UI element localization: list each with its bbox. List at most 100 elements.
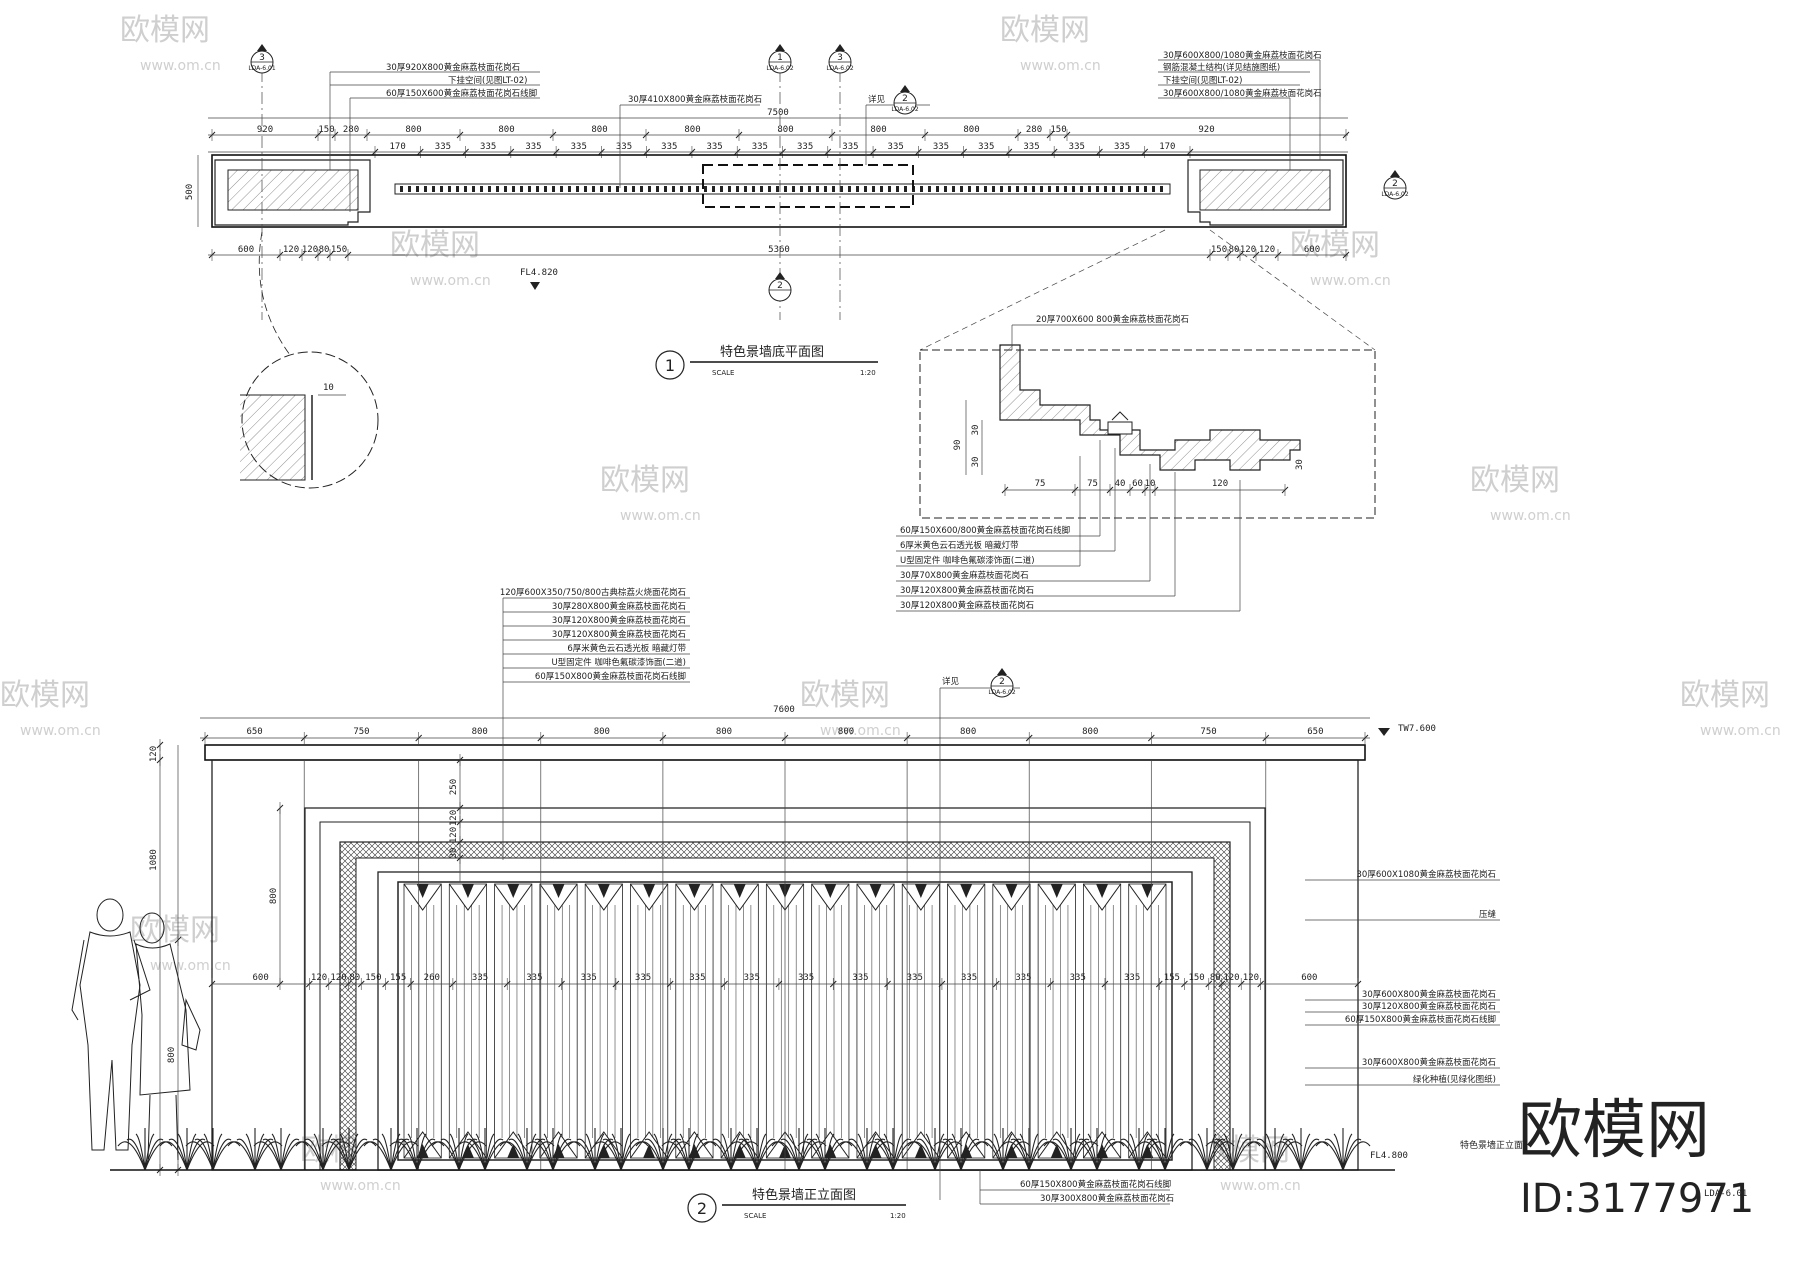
callout-number: 3 — [837, 53, 843, 63]
callout-sheet: LDA-6.02 — [766, 65, 794, 72]
plan-inner-dim: 335 — [661, 142, 677, 152]
elev-planting — [117, 1127, 1371, 1171]
elev-bottom-level: FL4.800 — [1370, 1151, 1408, 1161]
detail-h-dim: 40 — [1115, 479, 1126, 489]
watermark-brand: 欧模网 — [1290, 228, 1380, 263]
elev-inner-v-dim: 30 — [449, 848, 459, 859]
elev-mid-dim: 335 — [961, 973, 977, 983]
svg-text:30厚300X800黄金麻荔枝面花岗石: 30厚300X800黄金麻荔枝面花岗石 — [1040, 1193, 1174, 1204]
detail-note: 30厚120X800黄金麻荔枝面花岗石 — [900, 600, 1034, 611]
elev-sheet-no: LDA-6.01 — [1704, 1189, 1747, 1199]
elev-note-right: 30厚600X800黄金麻荔枝面花岗石 — [1362, 1057, 1496, 1068]
elev-notes-top: 120厚600X350/750/800古典棕荔火烧面花岗石30厚280X800黄… — [500, 587, 690, 860]
watermark-url: www.om.cn — [1310, 273, 1391, 289]
svg-text:60厚150X600黄金麻荔枝面花岗石线脚: 60厚150X600黄金麻荔枝面花岗石线脚 — [386, 88, 537, 99]
section-callouts: 3LDA-6.011LDA-6.023LDA-6.022LDA-6.022LDA… — [248, 44, 1409, 698]
plant — [839, 1128, 895, 1171]
elev-title-block: 2 特色景墙正立面图 SCALE 1:20 — [687, 1187, 906, 1223]
svg-text:下挂空间(见图LT-02): 下挂空间(见图LT-02) — [1163, 75, 1243, 86]
plant — [499, 1128, 555, 1171]
plan-inner-dim: 335 — [435, 142, 451, 152]
elev-mid-dim: 150 — [365, 973, 381, 983]
plan-bottom-dim: 120 — [1259, 245, 1275, 255]
detail-h-dim: 120 — [1212, 479, 1228, 489]
plan-top-dim: 800 — [684, 125, 700, 135]
elev-note-top: U型固定件 咖啡色氟碳漆饰面(二道) — [551, 657, 686, 668]
elev-mid-dim: 80 — [1210, 973, 1221, 983]
plan-magnified-corner: 10 — [240, 231, 379, 489]
elev-note-right: 绿化种植(见绿化图纸) — [1413, 1074, 1496, 1085]
plant — [1043, 1128, 1099, 1171]
elev-note-top: 60厚150X800黄金麻荔枝面花岗石线脚 — [535, 671, 686, 682]
plan-note-middle: 30厚410X800黄金麻荔枝面花岗石 — [619, 94, 762, 188]
elev-left-dim: 800 — [269, 888, 279, 904]
callout-sheet: LDA-6.02 — [988, 689, 1016, 696]
elev-title: 特色景墙正立面图 — [752, 1187, 856, 1203]
plant — [1069, 1128, 1125, 1171]
plan-top-dim: 800 — [870, 125, 886, 135]
callout-number: 2 — [902, 94, 908, 104]
svg-text:详见: 详见 — [868, 94, 886, 105]
watermark-url: www.om.cn — [140, 58, 221, 74]
plant — [729, 1128, 785, 1171]
plan-notes-right: 30厚600X800/1080黄金麻荔枝面花岗石 钢筋混凝土结构(详见结施图纸)… — [1158, 50, 1322, 170]
elev-mid-dim: 335 — [526, 973, 542, 983]
elev-mid-dim: 335 — [689, 973, 705, 983]
plant — [363, 1128, 419, 1171]
elev-fin — [584, 883, 623, 1159]
plant — [295, 1128, 351, 1171]
callout-sheet: LDA-6.01 — [248, 65, 276, 72]
plan-bottom-dim: 150 — [1211, 245, 1227, 255]
plan-top-dim: 150 — [1050, 125, 1066, 135]
watermark-brand: 欧模网 — [800, 678, 890, 713]
callout-number: 1 — [777, 53, 783, 63]
plan-top-dim: 920 — [1198, 125, 1214, 135]
elev-mid-dim: 335 — [1070, 973, 1086, 983]
elev-note-right: 30厚600X1080黄金麻荔枝面花岗石 — [1357, 869, 1497, 880]
watermark-brand: 欧模网 — [1000, 13, 1090, 48]
detail-v-dim: 90 — [953, 440, 963, 451]
svg-text:SCALE: SCALE — [744, 1212, 766, 1220]
plan-inner-dim: 335 — [1023, 142, 1039, 152]
elev-mid-dim: 335 — [1124, 973, 1140, 983]
elev-coping — [204, 744, 1366, 761]
elev-left-dim: 1080 — [149, 849, 159, 871]
plan-inner-dim: 335 — [1114, 142, 1130, 152]
detail-note: 30厚70X800黄金麻荔枝面花岗石 — [900, 570, 1029, 581]
svg-text:SCALE: SCALE — [712, 369, 734, 377]
elev-note-top: 30厚280X800黄金麻荔枝面花岗石 — [552, 601, 686, 612]
elev-mid-dim: 120 — [1243, 973, 1259, 983]
plan-top-dim: 280 — [1026, 125, 1042, 135]
svg-text:30厚600X800/1080黄金麻荔枝面花岗石: 30厚600X800/1080黄金麻荔枝面花岗石 — [1163, 88, 1322, 99]
elev-note-right: 60厚150X800黄金麻荔枝面花岗石线脚 — [1345, 1014, 1496, 1025]
plan-top-dim: 800 — [777, 125, 793, 135]
plan-detail-box — [702, 164, 914, 208]
elev-top-dim: 750 — [353, 727, 369, 737]
plant — [525, 1128, 581, 1171]
plan-inner-dim: 335 — [525, 142, 541, 152]
detail-h-dim: 75 — [1087, 479, 1098, 489]
watermark-brand: 欧模网 — [600, 463, 690, 498]
elev-fin — [1083, 883, 1122, 1159]
svg-text:钢筋混凝土结构(详见结施图纸): 钢筋混凝土结构(详见结施图纸) — [1163, 62, 1280, 73]
plant — [185, 1128, 241, 1171]
elev-top-dim: 650 — [246, 727, 262, 737]
plant — [431, 1128, 487, 1171]
elev-inner-v-dim: 120 — [449, 827, 459, 843]
watermark-url: www.om.cn — [320, 1178, 401, 1194]
elev-mid-dim: 80 — [349, 973, 360, 983]
elev-mid-dim: 260 — [424, 973, 440, 983]
plan-bottom-dim: 600 — [1304, 245, 1320, 255]
plan-bottom-dim: 120 — [302, 245, 318, 255]
